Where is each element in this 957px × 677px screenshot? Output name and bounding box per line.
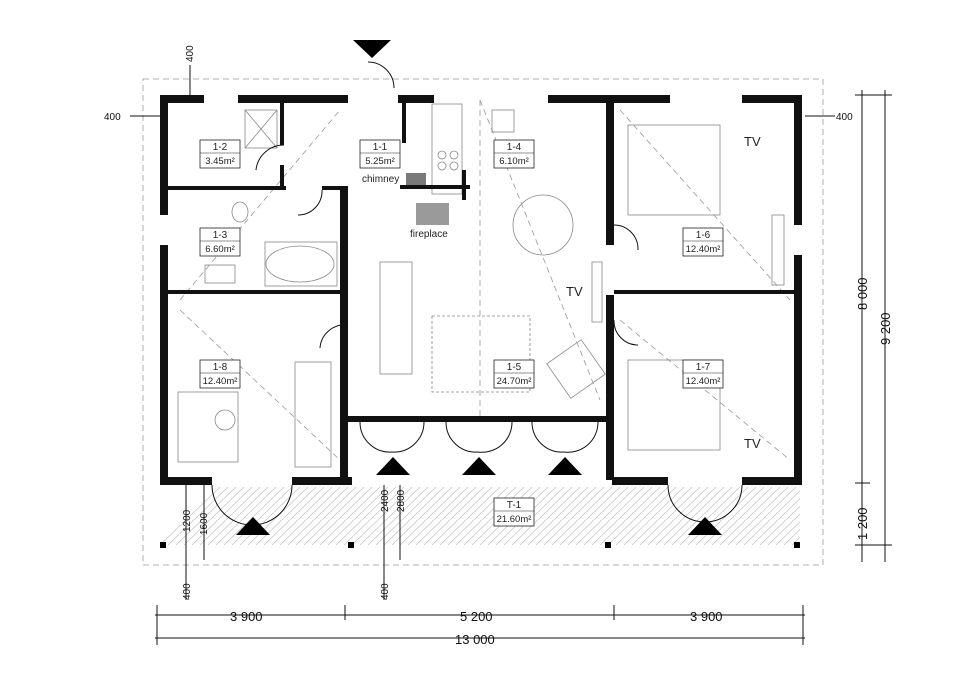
room-label-box (199, 359, 241, 389)
dim-seg-right: 3 900 (690, 609, 723, 624)
dim-bottom-400-a: 400 (182, 583, 193, 600)
room-label-box (493, 497, 535, 527)
room-area: 3.45m² (205, 156, 235, 167)
room-id: 1-6 (696, 230, 711, 241)
dim-right-side: 400 (836, 112, 853, 123)
dim-bottom-400-b: 400 (380, 583, 391, 600)
entrance-arrow-terrace-right (688, 517, 722, 535)
room-id: 1-1 (373, 142, 388, 153)
outer-boundary (142, 78, 824, 566)
entrance-arrow-terrace-left (236, 517, 270, 535)
dim-terrace-2800: 2800 (396, 489, 407, 512)
dim-seg-left: 3 900 (230, 609, 263, 624)
room-id: 1-5 (507, 362, 522, 373)
room-label-box (682, 359, 724, 389)
chimney-label: chimney (362, 174, 399, 185)
diagonal-guides (179, 99, 791, 461)
dim-left-side: 400 (104, 112, 121, 123)
tv-label-room-1-6: TV (744, 134, 761, 149)
terrace-posts (160, 542, 800, 548)
dim-right-9200: 9 200 (878, 312, 893, 345)
room-area: 6.60m² (205, 244, 235, 255)
entrance-arrow-top (353, 40, 391, 58)
dim-right-1200: 1 200 (855, 507, 870, 540)
room-label-box (199, 227, 241, 257)
tv-label-room-1-7: TV (744, 436, 761, 451)
dim-seg-mid: 5 200 (460, 609, 493, 624)
room-label-box (359, 139, 401, 169)
dim-total-width: 13 000 (455, 632, 495, 647)
furniture (177, 103, 785, 468)
room-label-box (493, 359, 535, 389)
dim-top-offset: 400 (185, 45, 196, 62)
fireplace-label: fireplace (410, 229, 448, 240)
room-id: 1-3 (213, 230, 228, 241)
entrance-arrows (236, 40, 722, 535)
dim-terrace-1600: 1600 (199, 512, 210, 535)
room-area: 6.10m² (499, 156, 529, 167)
tv-label-living: TV (566, 284, 583, 299)
entrance-arrow-living-3 (548, 457, 582, 475)
door-swings (211, 61, 743, 526)
walls (160, 95, 802, 485)
room-labels: 1-1 5.25m² 1-2 3.45m² 1-3 6.60m² 1-4 6.10m² 1-5 2… (199, 139, 724, 527)
entrance-arrow-living-2 (462, 457, 496, 475)
room-label-1-4: 1-4 6.10m² (493, 139, 535, 169)
dim-terrace-1200: 1200 (182, 509, 193, 532)
room-label-box (199, 139, 241, 169)
dim-right-8000: 8 000 (855, 277, 870, 310)
room-label-1-8: 1-8 12.40m² (199, 359, 241, 389)
fireplace-block (416, 203, 449, 225)
room-id: T-1 (507, 500, 522, 511)
room-id: 1-8 (213, 362, 228, 373)
terrace-hatch (162, 487, 800, 545)
room-label-1-1: 1-1 5.25m² (359, 139, 401, 169)
entrance-arrow-living-1 (376, 457, 410, 475)
room-label-1-2: 1-2 3.45m² (199, 139, 241, 169)
room-label-T-1: T-1 21.60m² (493, 497, 535, 527)
room-id: 1-7 (696, 362, 711, 373)
room-label-box (682, 227, 724, 257)
room-label-1-3: 1-3 6.60m² (199, 227, 241, 257)
room-id: 1-4 (507, 142, 522, 153)
room-label-1-5: 1-5 24.70m² (493, 359, 535, 389)
room-area: 12.40m² (686, 376, 721, 387)
room-area: 12.40m² (686, 244, 721, 255)
room-label-1-6: 1-6 12.40m² (682, 227, 724, 257)
room-area: 5.25m² (365, 156, 395, 167)
room-area: 12.40m² (203, 376, 238, 387)
room-label-box (493, 139, 535, 169)
room-id: 1-2 (213, 142, 228, 153)
dimension-lines (130, 65, 892, 645)
room-label-1-7: 1-7 12.40m² (682, 359, 724, 389)
room-area: 24.70m² (497, 376, 532, 387)
dim-terrace-2400: 2400 (380, 489, 391, 512)
room-area: 21.60m² (497, 514, 532, 525)
